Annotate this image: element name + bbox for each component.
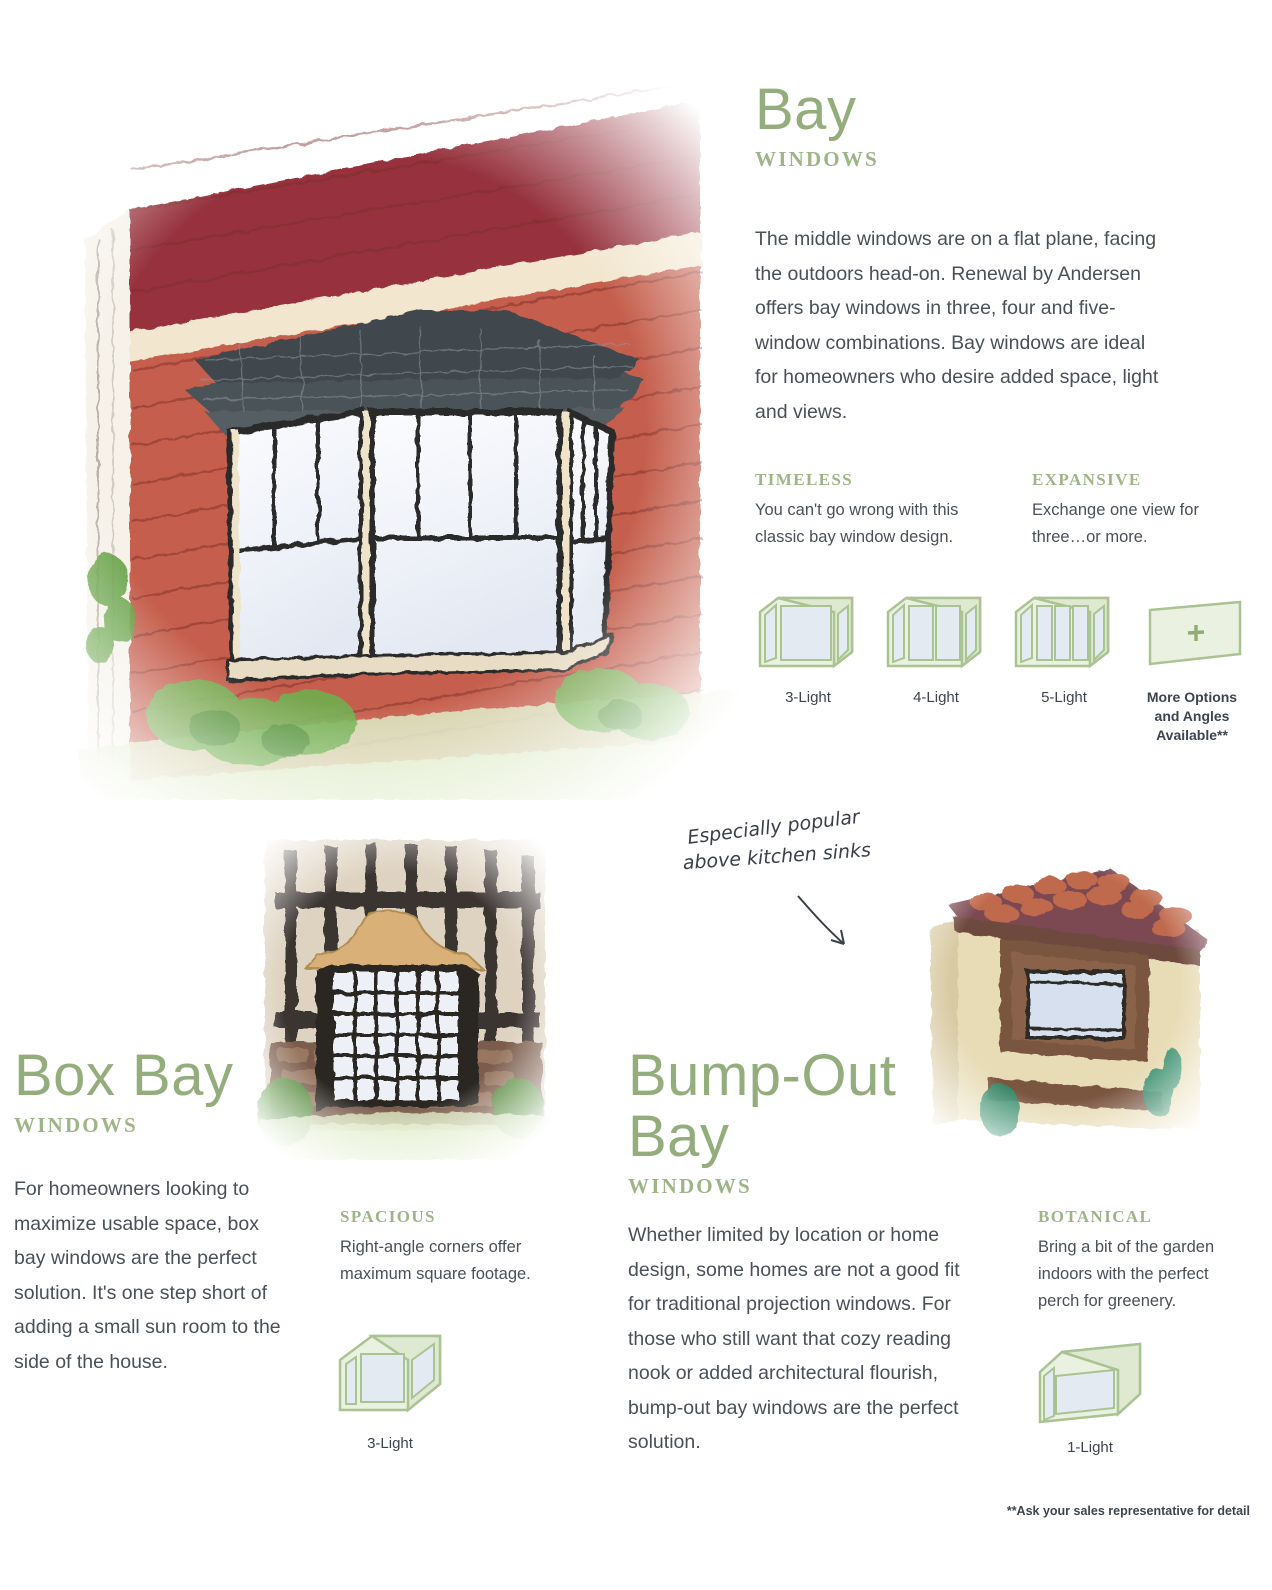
bay-illustration-svg [0,60,740,800]
option-label: 1-Light [1067,1439,1113,1456]
bay-illustration [0,60,740,800]
bump-out-body: Whether limited by location or home desi… [628,1224,960,1453]
option-label: 3-Light [367,1435,413,1452]
bay-feature-expansive: EXPANSIVE Exchange one view for three…or… [1032,470,1232,551]
box-bay-heading-block: Box Bay WINDOWS [14,1043,314,1138]
box-bay-illustration [230,820,570,1160]
feature-body: Exchange one view for three…or more. [1032,501,1199,546]
box-bay-title: Box Bay [14,1043,234,1108]
feature-title: SPACIOUS [340,1207,436,1226]
option-label: More Options and Angles Available** [1146,689,1238,743]
handwritten-annotation: Especially popular above kitchen sinks [682,806,896,876]
option-label: 3-Light [785,689,831,706]
feature-title: EXPANSIVE [1032,470,1142,489]
bay-title: Bay [755,77,857,142]
box-bay-body: For homeowners looking to maximize usabl… [14,1178,281,1373]
bay-heading-block: Bay WINDOWS [755,77,1195,172]
bump-out-title-line1: Bump-Out [628,1043,897,1108]
feature-body: You can't go wrong with this classic bay… [755,501,959,546]
bump-out-subtitle: WINDOWS [628,1173,752,1198]
bay-feature-timeless: TIMELESS You can't go wrong with this cl… [755,470,1005,551]
feature-title: BOTANICAL [1038,1207,1153,1226]
bay-option-3-light: 3-Light [752,590,864,707]
bump-out-feature-botanical: BOTANICAL Bring a bit of the garden indo… [1038,1207,1238,1315]
feature-title: TIMELESS [755,470,854,489]
bay-option-more: More Options and Angles Available** [1136,590,1248,745]
option-label: 5-Light [1041,689,1087,706]
bay-5-light-diagram [1014,596,1110,669]
bay-option-4-light: 4-Light [880,590,992,707]
bump-out-illustration-svg [900,820,1230,1150]
bay-4-light-diagram [886,596,982,669]
bump-out-option-1-light: 1-Light [1030,1336,1150,1457]
feature-body: Right-angle corners offer maximum square… [340,1238,531,1283]
bay-option-5-light: 5-Light [1008,590,1120,707]
footnote: **Ask your sales representative for deta… [1006,1504,1250,1518]
more-options-diagram [1148,600,1242,666]
bump-out-title-line2: Bay [628,1103,730,1169]
feature-body: Bring a bit of the garden indoors with t… [1038,1238,1215,1310]
box-bay-3-light-diagram [338,1334,442,1413]
bump-out-illustration [900,820,1230,1150]
bay-body: The middle windows are on a flat plane, … [755,228,1159,423]
box-bay-option-3-light: 3-Light [330,1326,450,1453]
bay-3-light-diagram [758,596,854,669]
option-label: 4-Light [913,689,959,706]
bump-out-1-light-diagram [1038,1342,1142,1424]
box-bay-illustration-svg [230,820,570,1160]
bump-out-heading-block: Bump-Out Bay WINDOWS [628,1043,958,1199]
box-bay-subtitle: WINDOWS [14,1112,138,1137]
annotation-arrow-icon [797,895,845,945]
bay-subtitle: WINDOWS [755,146,879,171]
box-bay-feature-spacious: SPACIOUS Right-angle corners offer maxim… [340,1207,570,1288]
